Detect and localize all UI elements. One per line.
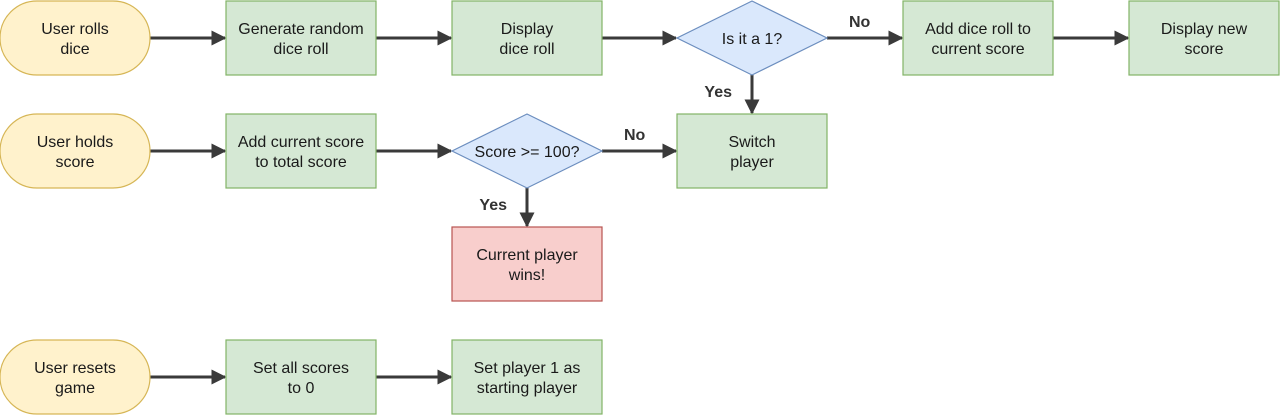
node-add-dice-roll-to-current-score: Add dice roll to current score xyxy=(902,0,1054,76)
edge-label-yes: Yes xyxy=(479,197,507,214)
node-is-it-a-1: Is it a 1? xyxy=(675,0,829,76)
node-label-line: Current player xyxy=(476,247,578,264)
terminal-shape xyxy=(0,0,151,76)
node-label-line: dice roll xyxy=(499,41,554,58)
node-add-current-score-to-total-score: Add current score to total score xyxy=(225,113,377,189)
node-label-line: Is it a 1? xyxy=(722,31,783,48)
node-label-line: dice xyxy=(60,41,89,58)
node-label: Add dice roll to current score xyxy=(925,21,1031,58)
node-label: Current player wins! xyxy=(476,247,578,284)
node-display-dice-roll: Display dice roll xyxy=(451,0,603,76)
node-label-line: to 0 xyxy=(288,380,315,397)
node-label: User holds score xyxy=(37,134,113,171)
node-set-player-1-as-starting-player: Set player 1 as starting player xyxy=(451,339,603,415)
node-label-line: Add dice roll to xyxy=(925,21,1031,38)
node-label: User resets game xyxy=(34,360,116,397)
node-user-resets-game: User resets game xyxy=(0,339,151,415)
node-switch-player: Switch player xyxy=(676,113,828,189)
node-label-line: wins! xyxy=(508,267,545,284)
node-label-line: dice roll xyxy=(273,41,328,58)
node-label-line: Display new xyxy=(1161,21,1248,38)
process-box xyxy=(451,339,603,415)
node-label-line: Set all scores xyxy=(253,360,349,377)
node-label-line: Display xyxy=(501,21,553,38)
node-label: Display dice roll xyxy=(499,21,554,58)
node-label: Add current score to total score xyxy=(238,134,364,171)
node-label-line: current score xyxy=(931,41,1024,58)
node-label: User rolls dice xyxy=(41,21,109,58)
node-label-line: User rolls xyxy=(41,21,109,38)
node-label-line: starting player xyxy=(477,380,578,397)
node-label: Generate random dice roll xyxy=(238,21,363,58)
process-box xyxy=(902,0,1054,76)
process-box xyxy=(225,113,377,189)
process-box xyxy=(1128,0,1280,76)
edges-layer xyxy=(150,30,1130,385)
node-label-line: Switch xyxy=(728,134,775,151)
node-label-line: User resets xyxy=(34,360,116,377)
node-set-all-scores-to-0: Set all scores to 0 xyxy=(225,339,377,415)
end-box xyxy=(451,226,603,302)
node-generate-random-dice-roll: Generate random dice roll xyxy=(225,0,377,76)
node-label-line: Set player 1 as xyxy=(474,360,581,377)
node-user-rolls-dice: User rolls dice xyxy=(0,0,151,76)
decision-diamond xyxy=(675,0,829,76)
node-label: Set player 1 as starting player xyxy=(474,360,581,397)
node-label-line: score xyxy=(55,154,94,171)
edge-label-yes: Yes xyxy=(704,84,732,101)
terminal-shape xyxy=(0,113,151,189)
node-label-line: Generate random xyxy=(238,21,363,38)
node-label-line: User holds xyxy=(37,134,113,151)
node-user-holds-score: User holds score xyxy=(0,113,151,189)
node-label-line: Add current score xyxy=(238,134,364,151)
process-box xyxy=(225,339,377,415)
process-box xyxy=(451,0,603,76)
node-label-line: player xyxy=(730,154,774,171)
node-label-line: game xyxy=(55,380,95,397)
terminal-shape xyxy=(0,339,151,415)
node-display-new-score: Display new score xyxy=(1128,0,1280,76)
node-score-ge-100: Score >= 100? xyxy=(450,113,604,189)
node-label-line: to total score xyxy=(255,154,347,171)
decision-diamond xyxy=(450,113,604,189)
node-label: Is it a 1? xyxy=(722,31,783,48)
node-label: Set all scores to 0 xyxy=(253,360,349,397)
process-box xyxy=(676,113,828,189)
node-current-player-wins: Current player wins! xyxy=(451,226,603,302)
node-label-line: score xyxy=(1184,41,1223,58)
node-label: Score >= 100? xyxy=(475,144,580,161)
node-label-line: Score >= 100? xyxy=(475,144,580,161)
edge-label-no: No xyxy=(624,127,646,144)
node-label: Switch player xyxy=(728,134,775,171)
process-box xyxy=(225,0,377,76)
edge-label-no: No xyxy=(849,14,871,31)
node-label: Display new score xyxy=(1161,21,1248,58)
